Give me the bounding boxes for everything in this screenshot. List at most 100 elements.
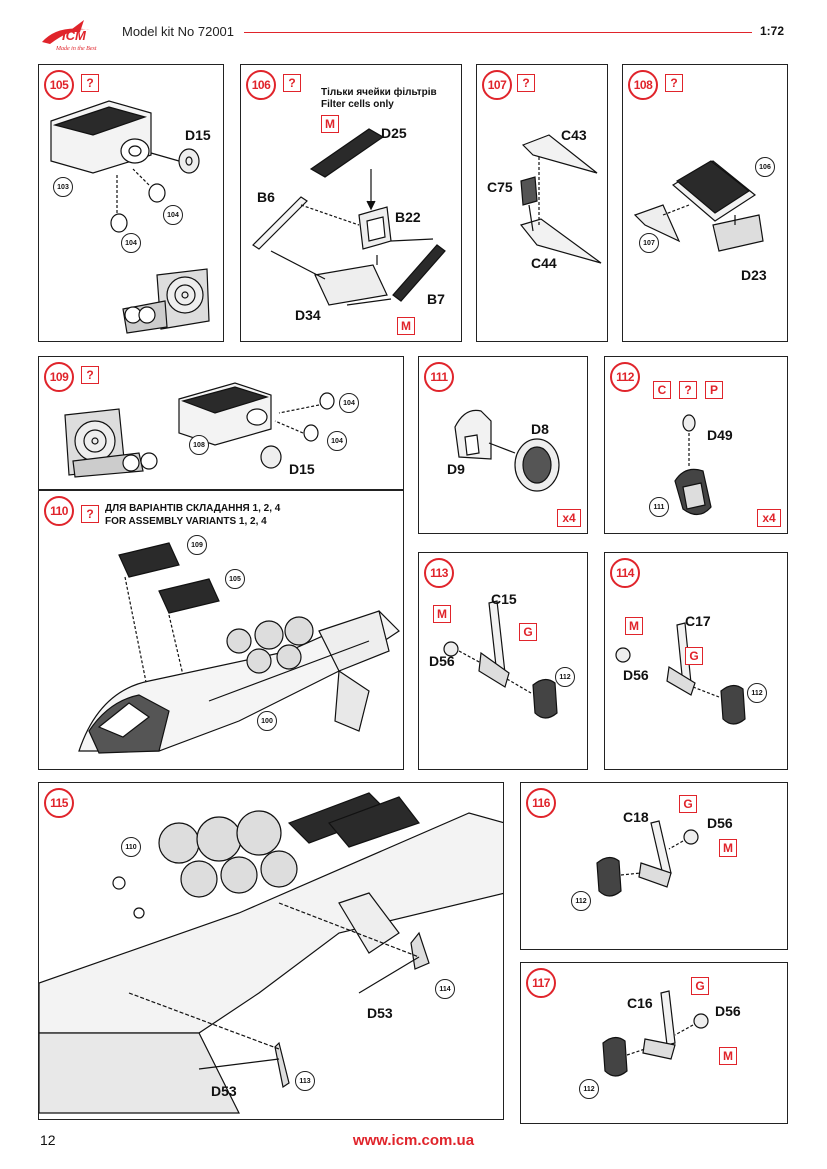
step-number: 108 — [628, 70, 658, 100]
part-label-d15: D15 — [289, 461, 315, 477]
ref-step-107: 107 — [639, 233, 659, 253]
part-label-b7: B7 — [427, 291, 445, 307]
ref-step-114: 114 — [435, 979, 455, 999]
ref-step-104: 104 — [121, 233, 141, 253]
step-117-panel: 117 G C16 D56 M 112 — [520, 962, 788, 1124]
ref-step-112: 112 — [579, 1079, 599, 1099]
step-110-drawing — [78, 542, 400, 754]
step-number: 116 — [526, 788, 556, 818]
step-number: 109 — [44, 362, 74, 392]
kit-title: Model kit No 72001 — [122, 24, 235, 39]
step-number: 115 — [44, 788, 74, 818]
paint-marker-g: G — [685, 647, 703, 665]
page-number: 12 — [40, 1132, 56, 1148]
part-label-b22: B22 — [395, 209, 421, 225]
website-link[interactable]: www.icm.com.ua — [352, 1132, 475, 1149]
ref-step-103: 103 — [53, 177, 73, 197]
step-108-panel: 108 ? 106 107 D23 — [622, 64, 788, 342]
ref-step-109: 109 — [187, 535, 207, 555]
header-rule — [244, 32, 752, 33]
paint-marker-m: M — [321, 115, 339, 133]
svg-text:ICM: ICM — [62, 28, 87, 43]
optional-marker: ? — [81, 366, 99, 384]
ref-step-100: 100 — [257, 711, 277, 731]
ref-step-106: 106 — [755, 157, 775, 177]
filter-note-en: Filter cells only — [321, 99, 394, 110]
part-label-c16: C16 — [627, 995, 653, 1011]
paint-marker-g: G — [519, 623, 537, 641]
step-117-drawing — [602, 990, 709, 1077]
step-112-panel: 112 C ? P D49 111 x4 — [604, 356, 788, 534]
part-label-d34: D34 — [295, 307, 321, 323]
step-number: 111 — [424, 362, 454, 392]
step-106-panel: 106 ? Тільки ячейки фільтрів Filter cell… — [240, 64, 462, 342]
part-label-d56: D56 — [623, 667, 649, 683]
step-113-drawing — [443, 600, 558, 719]
part-label-c15: C15 — [491, 591, 517, 607]
paint-marker-m: M — [719, 839, 737, 857]
step-113-panel: 113 C15 M G D56 112 — [418, 552, 588, 770]
part-label-d9: D9 — [447, 461, 465, 477]
filter-note-ua: Тільки ячейки фільтрів — [321, 87, 437, 98]
step-115-panel: 115 110 114 D53 D53 113 — [38, 782, 504, 1120]
step-116-panel: 116 G C18 D56 M 112 — [520, 782, 788, 950]
step-106-drawing — [252, 128, 446, 306]
paint-marker-m: M — [625, 617, 643, 635]
ref-step-112: 112 — [555, 667, 575, 687]
paint-marker-g: G — [679, 795, 697, 813]
optional-marker: ? — [517, 74, 535, 92]
part-label-c44: C44 — [531, 255, 557, 271]
quantity-marker: x4 — [557, 509, 581, 527]
step-107-panel: 107 ? C43 C75 C44 — [476, 64, 608, 342]
step-105-drawing — [50, 100, 210, 334]
part-label-c75: C75 — [487, 179, 513, 195]
ref-step-113: 113 — [295, 1071, 315, 1091]
part-label-d49: D49 — [707, 427, 733, 443]
part-label-d56: D56 — [715, 1003, 741, 1019]
step-111-panel: 111 D8 D9 x4 — [418, 356, 588, 534]
part-label-c18: C18 — [623, 809, 649, 825]
optional-marker: ? — [679, 381, 697, 399]
step-number: 107 — [482, 70, 512, 100]
step-115-drawing — [39, 792, 503, 1114]
paint-marker-m: M — [397, 317, 415, 335]
icm-logo: ICM Made in the Best — [42, 20, 97, 52]
optional-marker: ? — [665, 74, 683, 92]
step-number: 110 — [44, 496, 74, 526]
ref-step-104: 104 — [327, 431, 347, 451]
ref-step-112: 112 — [571, 891, 591, 911]
ref-step-104: 104 — [163, 205, 183, 225]
variant-note-ua: ДЛЯ ВАРІАНТІВ СКЛАДАННЯ 1, 2, 4 — [105, 503, 281, 514]
step-116-drawing — [596, 820, 699, 897]
step-number: 112 — [610, 362, 640, 392]
ref-step-104: 104 — [339, 393, 359, 413]
step-110-panel: 110 ? ДЛЯ ВАРІАНТІВ СКЛАДАННЯ 1, 2, 4 FO… — [38, 490, 404, 770]
paint-marker-m: M — [433, 605, 451, 623]
part-label-d53: D53 — [367, 1005, 393, 1021]
step-114-panel: 114 M C17 G D56 112 — [604, 552, 788, 770]
part-label-c43: C43 — [561, 127, 587, 143]
paint-marker-c: C — [653, 381, 671, 399]
step-number: 105 — [44, 70, 74, 100]
part-label-b6: B6 — [257, 189, 275, 205]
part-label-d23: D23 — [741, 267, 767, 283]
step-number: 117 — [526, 968, 556, 998]
step-109-panel: 109 ? 108 104 104 D15 — [38, 356, 404, 490]
variant-note-en: FOR ASSEMBLY VARIANTS 1, 2, 4 — [105, 516, 267, 527]
step-107-drawing — [519, 134, 602, 264]
step-111-drawing — [454, 409, 560, 492]
ref-step-105: 105 — [225, 569, 245, 589]
kit-scale: 1:72 — [760, 24, 785, 38]
ref-step-112: 112 — [747, 683, 767, 703]
part-label-d25: D25 — [381, 125, 407, 141]
optional-marker: ? — [81, 505, 99, 523]
step-109-drawing — [64, 382, 335, 478]
step-number: 113 — [424, 558, 454, 588]
step-number: 114 — [610, 558, 640, 588]
svg-text:Made in the Best: Made in the Best — [55, 46, 97, 52]
part-label-d8: D8 — [531, 421, 549, 437]
part-label-d15: D15 — [185, 127, 211, 143]
part-label-d56: D56 — [429, 653, 455, 669]
optional-marker: ? — [81, 74, 99, 92]
step-number: 106 — [246, 70, 276, 100]
